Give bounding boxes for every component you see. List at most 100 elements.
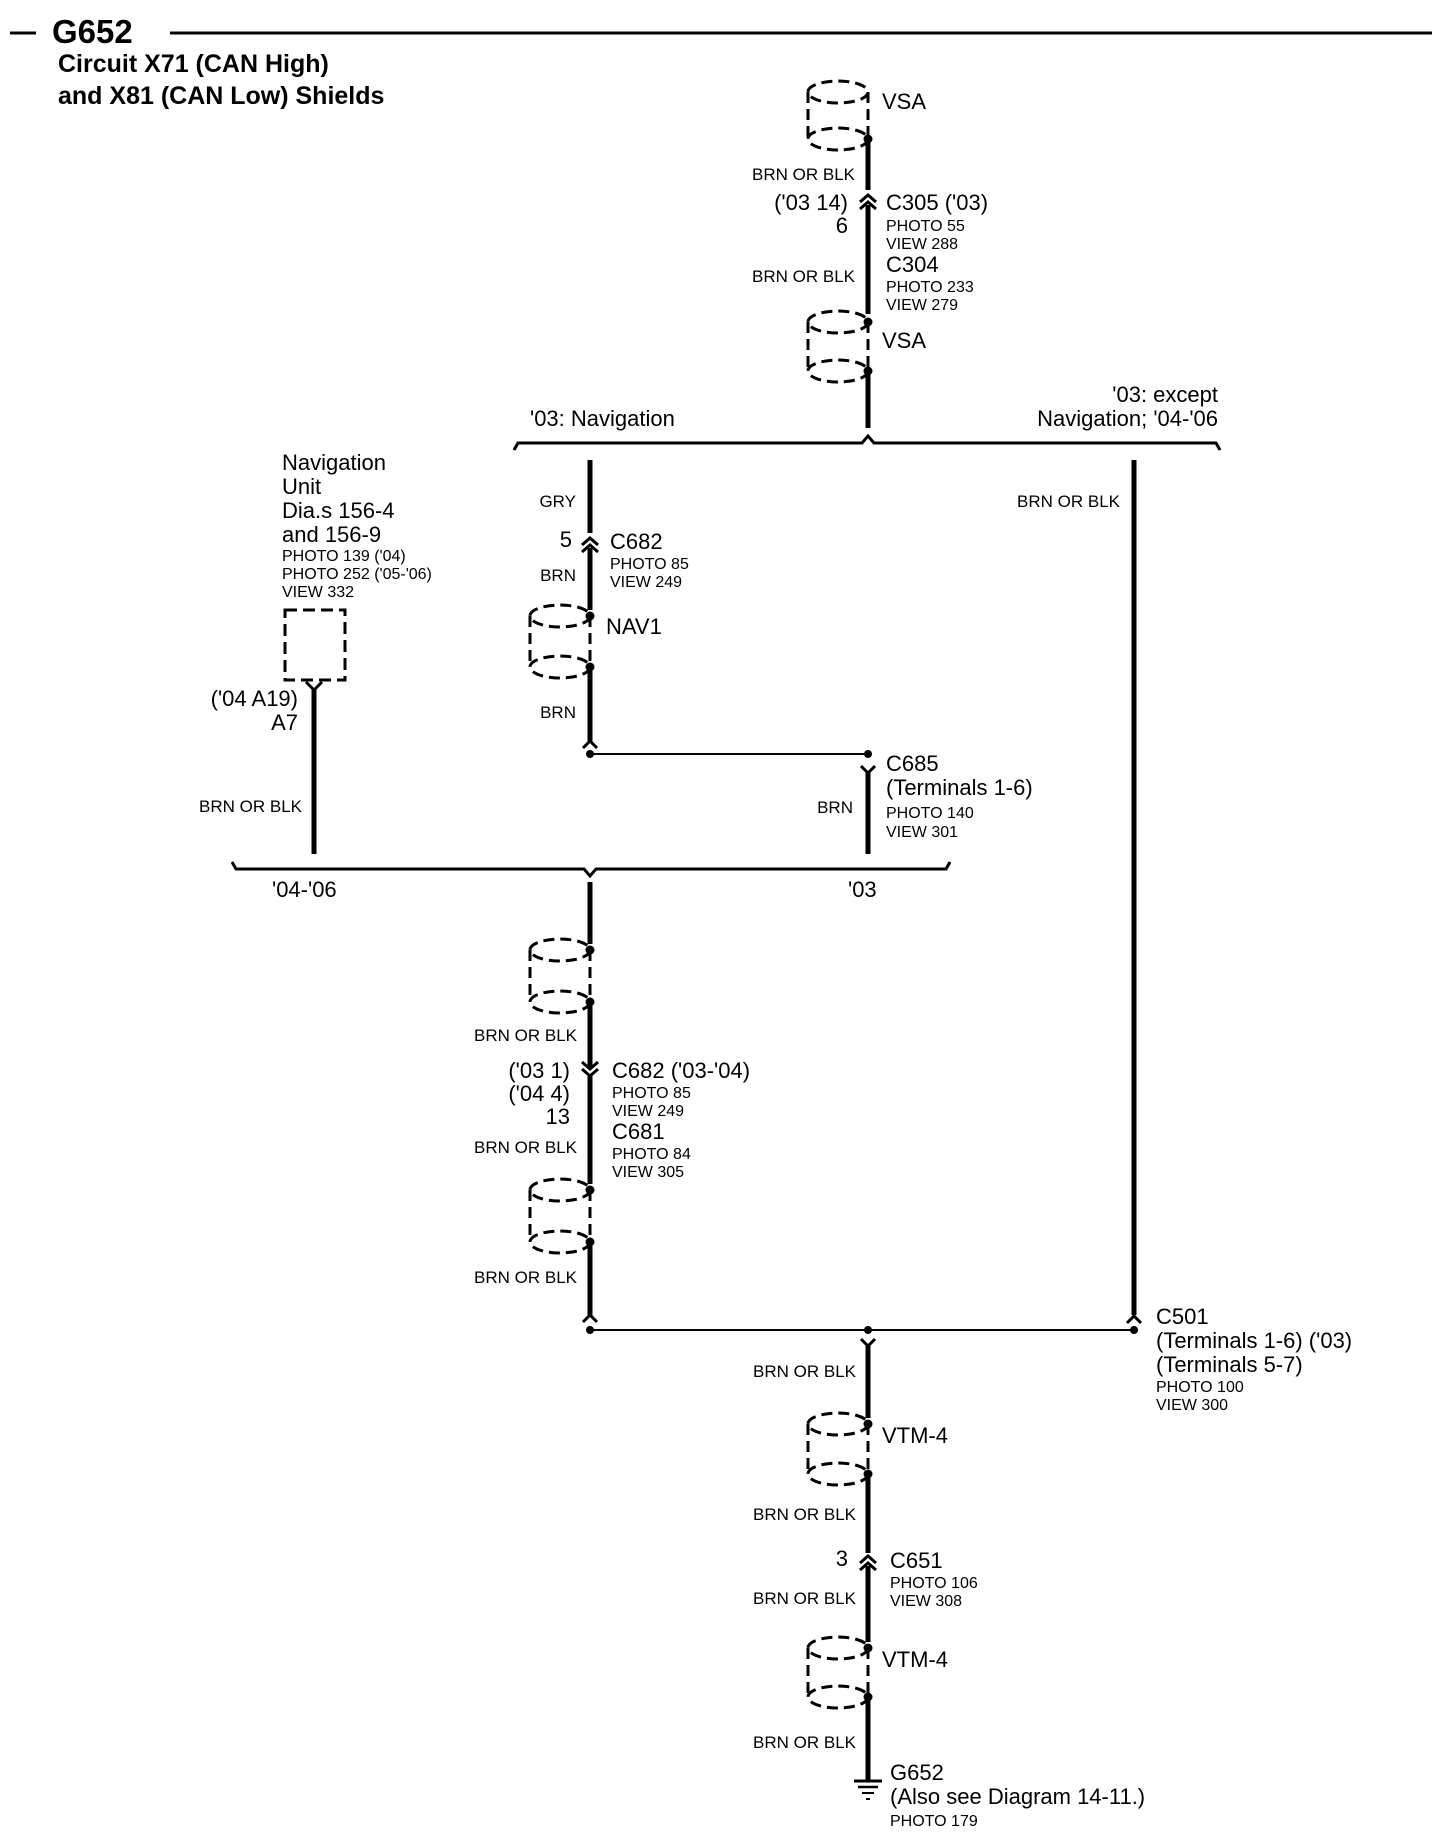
- middle-shield-1: [528, 937, 595, 1015]
- wire-color-label: BRN OR BLK: [474, 1026, 578, 1045]
- c685-photo: PHOTO 140: [886, 805, 974, 822]
- branch-except-line2: Navigation; '04-'06: [1037, 406, 1218, 431]
- c682-photo: PHOTO 85: [612, 1085, 691, 1102]
- nav-unit-line3: Dia.s 156-4: [282, 498, 395, 523]
- c501-line2: (Terminals 5-7): [1156, 1352, 1303, 1377]
- c685-label: C685: [886, 751, 939, 776]
- nav-unit-photo2: PHOTO 252 ('05-'06): [282, 566, 432, 583]
- wire-color-label: BRN: [817, 798, 853, 817]
- c501-connector-symbol: [1125, 1313, 1143, 1325]
- c305-view: VIEW 288: [886, 236, 958, 253]
- c305-pin: 6: [836, 213, 848, 238]
- c681-pin: 13: [546, 1104, 570, 1129]
- c685-connector-symbol: [859, 764, 877, 776]
- title-line-1: Circuit X71 (CAN High): [58, 50, 329, 78]
- merge-bracket: '04-'06 '03: [230, 861, 952, 902]
- c501-label: C501: [1156, 1304, 1209, 1329]
- c685-view: VIEW 301: [886, 824, 958, 841]
- wire-color-label: BRN: [540, 703, 576, 722]
- navigation-unit: Navigation Unit Dia.s 156-4 and 156-9 PH…: [199, 450, 432, 854]
- c501-view: VIEW 300: [1156, 1397, 1228, 1414]
- c305-photo: PHOTO 55: [886, 218, 965, 235]
- right-branch: BRN OR BLK C501 (Terminals 1-6) ('03) (T…: [1017, 460, 1352, 1414]
- ground-photo: PHOTO 179: [890, 1813, 978, 1830]
- nav-unit-pin: A7: [271, 710, 298, 735]
- branch-except-line1: '03: except: [1112, 382, 1218, 407]
- vtm4-label-1: VTM-4: [882, 1423, 948, 1448]
- vsa-label-bottom: VSA: [882, 328, 926, 353]
- wire-color-label: GRY: [539, 492, 576, 511]
- middle-shield-2: [528, 1177, 595, 1255]
- c651-pin: 3: [836, 1546, 848, 1571]
- wire-color-label: BRN OR BLK: [752, 267, 856, 286]
- nav-unit-pin-alt: ('04 A19): [211, 686, 298, 711]
- diagram-id: G652: [52, 13, 133, 50]
- c304-label: C304: [886, 252, 939, 277]
- wire-color-label: BRN OR BLK: [753, 1733, 857, 1752]
- c501-line1: (Terminals 1-6) ('03): [1156, 1328, 1352, 1353]
- ground-icon: [854, 1779, 882, 1800]
- bottom-section: BRN OR BLK VTM-4 BRN OR BLK 3 C651 PHOTO…: [753, 1337, 1145, 1830]
- wire-color-label: BRN OR BLK: [753, 1589, 857, 1608]
- top-section: VSA BRN OR BLK ('03 14) 6 C305 ('03) PHO…: [752, 79, 988, 428]
- c682-photo: PHOTO 85: [610, 556, 689, 573]
- c682-connector-symbol: [581, 536, 599, 554]
- vsa-shield-bottom: [806, 309, 873, 384]
- branch-navigation-label: '03: Navigation: [530, 406, 675, 431]
- c681-view: VIEW 305: [612, 1164, 684, 1181]
- c682-label: C682 ('03-'04): [612, 1058, 750, 1083]
- c305-pin-alt: ('03 14): [774, 190, 848, 215]
- nav-unit-view: VIEW 332: [282, 584, 354, 601]
- top-branch-bracket: '03: Navigation '03: except Navigation; …: [512, 382, 1222, 451]
- c651-label: C651: [890, 1548, 943, 1573]
- c682-view: VIEW 249: [612, 1103, 684, 1120]
- splice-dot: [864, 1326, 872, 1334]
- wire-color-label: BRN OR BLK: [1017, 492, 1121, 511]
- c681-label: C681: [612, 1119, 665, 1144]
- vsa-shield-top: [806, 79, 873, 152]
- wire-color-label: BRN OR BLK: [199, 797, 303, 816]
- wire-color-label: BRN OR BLK: [752, 165, 856, 184]
- vsa-label-top: VSA: [882, 89, 926, 114]
- vtm4-label-2: VTM-4: [882, 1647, 948, 1672]
- c682-label: C682: [610, 529, 663, 554]
- c651-view: VIEW 308: [890, 1593, 962, 1610]
- splice-dot: [864, 750, 872, 758]
- vtm4-shield-2: [806, 1635, 873, 1710]
- merge-left-label: '04-'06: [272, 877, 337, 902]
- c685-terminals: (Terminals 1-6): [886, 775, 1033, 800]
- c305-connector-symbol: [859, 193, 877, 211]
- nav-unit-line1: Navigation: [282, 450, 386, 475]
- c682-view: VIEW 249: [610, 574, 682, 591]
- header: G652 Circuit X71 (CAN High) and X81 (CAN…: [10, 13, 1432, 110]
- wire-color-label: BRN OR BLK: [474, 1268, 578, 1287]
- ground-label: G652: [890, 1760, 944, 1785]
- nav1-label: NAV1: [606, 614, 662, 639]
- nav-unit-line4: and 156-9: [282, 522, 381, 547]
- c651-connector-symbol: [859, 1554, 877, 1572]
- c304-photo: PHOTO 233: [886, 279, 974, 296]
- c682-pin-04: ('04 4): [508, 1081, 570, 1106]
- c305-label: C305 ('03): [886, 190, 988, 215]
- wire-color-label: BRN: [540, 566, 576, 585]
- nav-unit-line2: Unit: [282, 474, 321, 499]
- c501-photo: PHOTO 100: [1156, 1379, 1244, 1396]
- middle-section: BRN OR BLK ('03 1) ('04 4) 13 C682 ('03-…: [474, 882, 1134, 1334]
- nav-branch: GRY 5 C682 PHOTO 85 VIEW 249 BRN NAV1 BR…: [528, 460, 1033, 854]
- wire-color-label: BRN OR BLK: [753, 1362, 857, 1381]
- c304-view: VIEW 279: [886, 297, 958, 314]
- splice-terminal: [581, 738, 599, 750]
- c651-photo: PHOTO 106: [890, 1575, 978, 1592]
- vtm4-shield-1: [806, 1411, 873, 1487]
- wire-color-label: BRN OR BLK: [474, 1138, 578, 1157]
- c681-photo: PHOTO 84: [612, 1146, 691, 1163]
- nav-unit-box: [283, 608, 347, 682]
- nav1-shield: [528, 603, 595, 680]
- c682-pin-03: ('03 1): [508, 1058, 570, 1083]
- c682-pin: 5: [560, 527, 572, 552]
- title-line-2: and X81 (CAN Low) Shields: [58, 82, 384, 110]
- nav-unit-photo1: PHOTO 139 ('04): [282, 548, 406, 565]
- splice-terminal: [581, 1312, 599, 1324]
- wire-color-label: BRN OR BLK: [753, 1505, 857, 1524]
